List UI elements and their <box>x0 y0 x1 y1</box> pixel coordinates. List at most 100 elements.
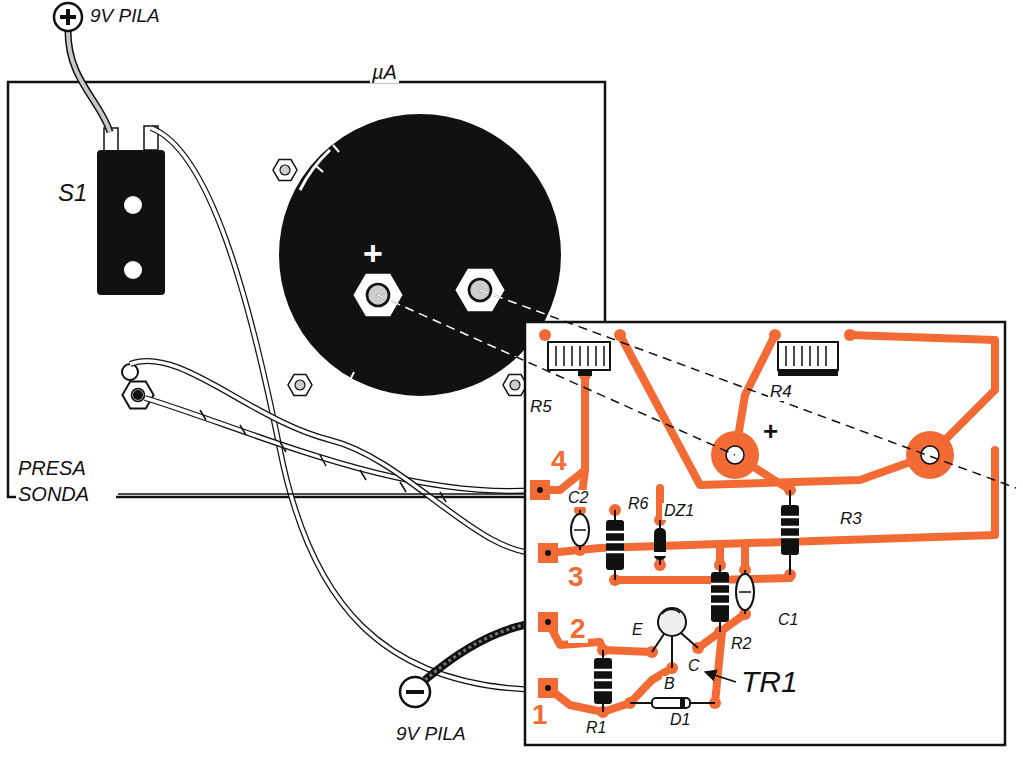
trimmer-symbol <box>786 346 826 366</box>
part-name: R6 <box>626 496 650 513</box>
resistor-symbol <box>711 584 729 604</box>
battery-negative <box>400 677 430 707</box>
leader-arrow <box>705 672 736 682</box>
diode-symbol <box>652 698 690 708</box>
transistor-symbol <box>658 608 686 636</box>
solder-pad <box>906 431 954 479</box>
wire <box>151 128 548 690</box>
battery-label: 9V PILA <box>394 724 468 744</box>
pin-name: E <box>630 622 645 639</box>
part-name: C2 <box>566 490 590 507</box>
trimmer-symbol <box>548 342 838 376</box>
guide-line <box>480 290 1016 488</box>
transistor-symbol <box>671 636 673 668</box>
part-name: R2 <box>729 636 753 653</box>
copper-track <box>620 335 930 485</box>
wire <box>151 128 548 690</box>
solder-pad <box>530 480 550 500</box>
microammeter <box>315 165 323 172</box>
socket-label: PRESA SONDA <box>16 455 116 507</box>
diode-symbol <box>654 528 666 560</box>
resistor-symbol <box>606 532 624 552</box>
microammeter <box>280 115 560 395</box>
part-name: S1 <box>56 180 89 205</box>
capacitor-symbol <box>574 529 586 531</box>
part-name: R1 <box>584 720 608 737</box>
resistor-symbol <box>781 517 799 537</box>
resistor-symbol <box>594 670 612 690</box>
twisted-cable <box>130 361 545 553</box>
twisted-cable <box>200 410 446 502</box>
capacitor-symbol <box>739 591 751 593</box>
resistor-symbol <box>711 572 729 622</box>
solder-pad <box>844 329 856 341</box>
wire <box>151 128 548 690</box>
transistor-symbol <box>681 633 698 648</box>
solder-pad <box>545 619 551 625</box>
resistor-symbol <box>594 658 612 704</box>
panel-screw <box>503 375 527 396</box>
capacitor-symbol <box>571 514 589 546</box>
part-name: R3 <box>838 510 864 528</box>
copper-track <box>540 375 585 490</box>
solder-pad <box>538 543 558 563</box>
trimmer-symbol <box>548 342 610 370</box>
meter-label: µA <box>370 62 399 83</box>
trimmer-symbol <box>578 370 592 376</box>
pin-name: C <box>686 658 702 675</box>
microammeter <box>280 115 560 395</box>
solder-pad <box>537 487 543 493</box>
pad-number: 1 <box>530 700 550 729</box>
diode-symbol <box>680 698 685 708</box>
diode-symbol <box>654 552 666 556</box>
battery-negative <box>400 622 545 707</box>
trimmer-symbol <box>778 370 838 376</box>
battery-positive <box>60 9 76 25</box>
guide-line <box>378 290 1016 488</box>
switch-symbol <box>124 196 142 214</box>
trimmer-symbol <box>778 342 838 370</box>
part-name: C1 <box>776 612 800 629</box>
solder-pad <box>539 329 856 718</box>
guide-line <box>378 290 1016 488</box>
leader-line <box>118 493 527 495</box>
circuit-board <box>525 322 1005 745</box>
pad-number: 4 <box>549 446 569 475</box>
battery-positive <box>68 31 110 132</box>
microammeter <box>300 150 330 190</box>
pad-number: 2 <box>568 614 588 643</box>
twisted-cable <box>130 361 545 553</box>
transistor-symbol <box>662 609 680 614</box>
copper-track <box>715 632 722 703</box>
pad-number: 3 <box>566 562 586 591</box>
pin-name: B <box>662 676 677 693</box>
polarity-mark: + <box>761 418 780 445</box>
copper-track <box>548 688 630 712</box>
solder-pad <box>614 329 626 341</box>
resistor-symbol <box>781 505 799 555</box>
switch-symbol <box>97 126 165 295</box>
guide-line <box>378 295 735 455</box>
probe-socket <box>122 381 153 408</box>
solder-pad <box>539 329 551 341</box>
copper-track <box>615 575 790 580</box>
microammeter <box>350 372 354 380</box>
guide-line <box>480 290 1016 488</box>
battery-positive <box>54 3 82 31</box>
part-name: R5 <box>528 398 554 416</box>
part-name: TR1 <box>739 666 800 698</box>
solder-pad <box>545 550 551 556</box>
part-name: D1 <box>668 712 692 729</box>
copper-track <box>603 650 652 652</box>
battery-negative <box>406 690 424 694</box>
capacitor-symbol <box>571 510 754 614</box>
twisted-cable <box>130 361 545 553</box>
transistor-symbol <box>652 634 664 652</box>
resistor-symbol <box>606 520 624 570</box>
trimmer-symbol <box>556 346 604 366</box>
switch-symbol <box>124 261 142 279</box>
resistor-symbol <box>594 490 799 712</box>
switch-symbol <box>97 150 165 295</box>
solder-pad <box>538 612 558 632</box>
